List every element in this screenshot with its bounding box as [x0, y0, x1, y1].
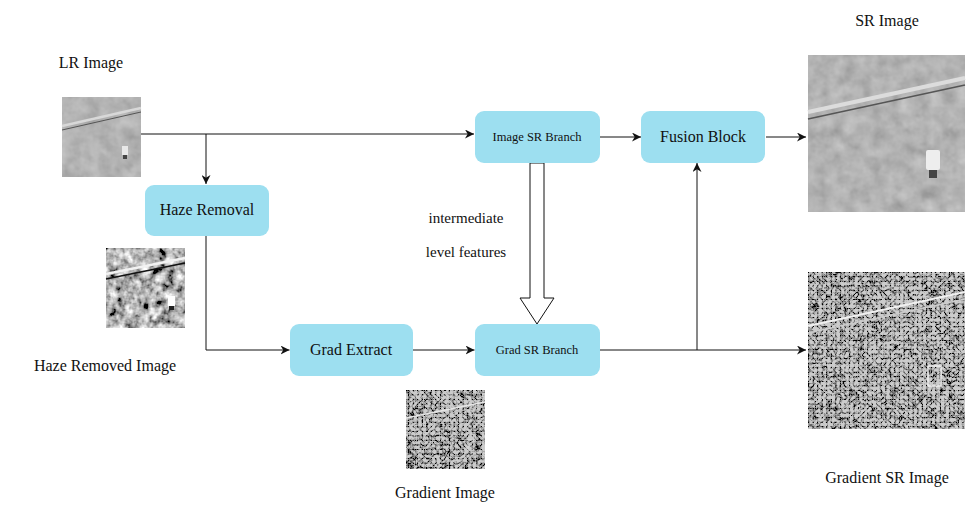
gradient-sr-image [808, 272, 965, 429]
gradient-output-wire [697, 350, 806, 351]
image-caption: Gradient Image [395, 483, 495, 502]
image-caption: Haze Removed Image [34, 356, 176, 375]
sr-image [808, 55, 965, 212]
flow-arrow [600, 137, 642, 138]
process-box: Fusion Block [641, 111, 765, 163]
feature-arrow [520, 163, 554, 324]
box-label: Image SR Branch [493, 130, 582, 145]
flow-arrow [206, 236, 290, 351]
process-box: Haze Removal [145, 185, 269, 236]
process-box: Grad SR Branch [475, 324, 600, 376]
box-label: Grad Extract [310, 341, 392, 359]
haze-removed-image [106, 248, 185, 328]
image-caption: Gradient SR Image [825, 468, 949, 487]
box-label: Haze Removal [160, 201, 255, 219]
edge-label: intermediate level features [414, 201, 518, 269]
output-wire [766, 137, 806, 138]
flow-arrow [600, 163, 698, 350]
input-wire [141, 134, 474, 135]
image-caption: LR Image [59, 53, 123, 72]
branch-wire [206, 134, 207, 184]
flow-arrow [413, 350, 475, 351]
gradient-image [406, 390, 485, 469]
lr-image [62, 97, 141, 177]
box-label: Grad SR Branch [496, 343, 579, 358]
image-caption: SR Image [855, 11, 919, 30]
process-box: Grad Extract [290, 324, 413, 376]
box-label: Fusion Block [660, 128, 746, 146]
process-box: Image SR Branch [475, 111, 600, 163]
